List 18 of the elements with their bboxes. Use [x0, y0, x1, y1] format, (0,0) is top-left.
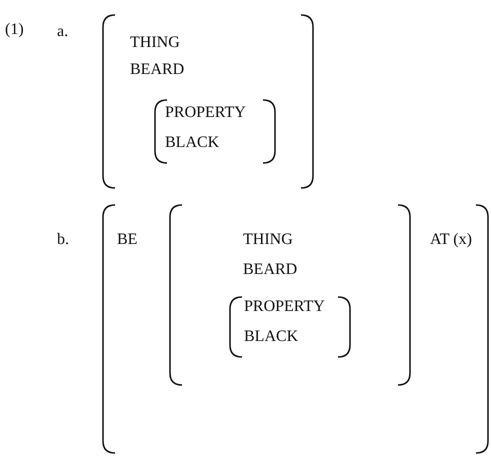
- bracket-matrix: [103, 15, 313, 188]
- feature-label: AT (x): [430, 230, 472, 250]
- item-letter: b.: [57, 230, 69, 250]
- bracket-matrix: [155, 100, 275, 163]
- feature-label: BLACK: [165, 133, 220, 153]
- bracket-matrix: [170, 205, 410, 385]
- feature-label: BEARD: [243, 260, 298, 280]
- feature-label: BE: [117, 230, 138, 250]
- feature-label: BEARD: [130, 60, 184, 80]
- feature-label: BLACK: [244, 327, 298, 347]
- bracket-matrix: [103, 205, 488, 453]
- item-letter: a.: [57, 22, 68, 42]
- feature-label: PROPERTY: [165, 103, 246, 123]
- example-number: (1): [5, 20, 24, 40]
- feature-label: THING: [243, 230, 293, 250]
- feature-label: PROPERTY: [244, 297, 325, 317]
- feature-label: THING: [130, 33, 180, 53]
- bracket-matrix: [230, 297, 350, 357]
